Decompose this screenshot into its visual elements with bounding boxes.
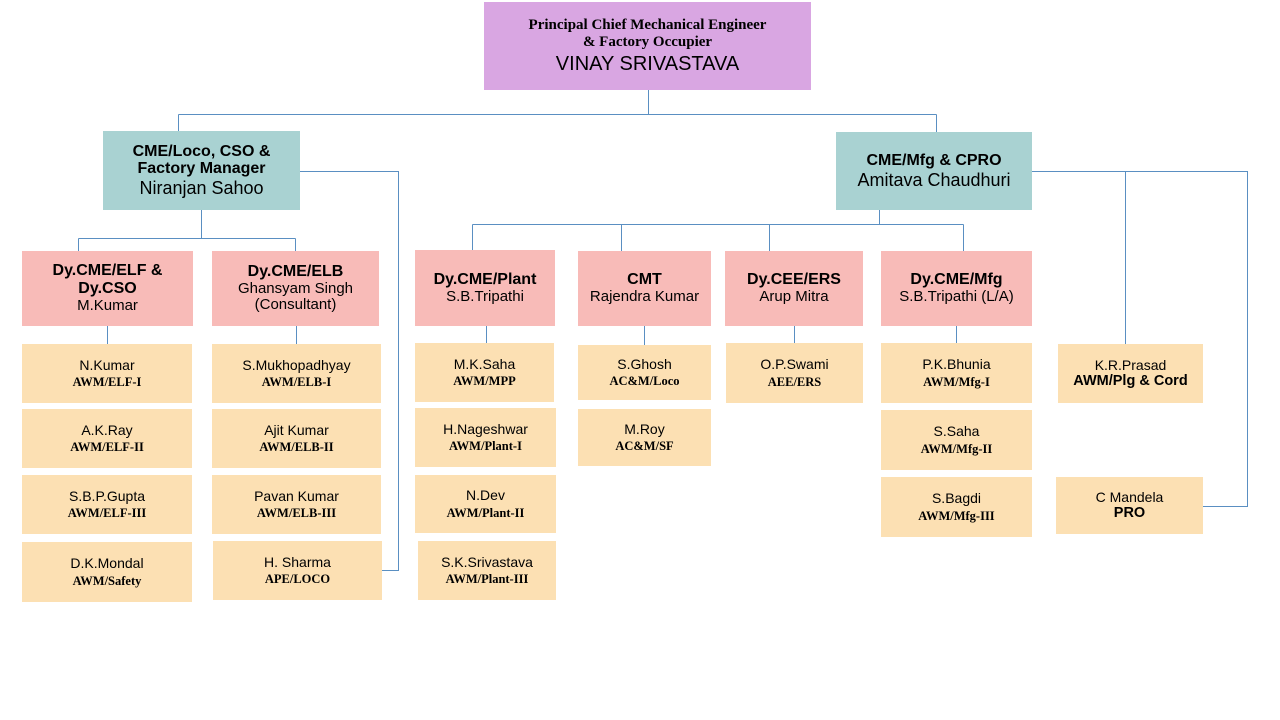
staff-box-mfg-1: P.K.Bhunia AWM/Mfg-I — [881, 343, 1032, 403]
staff-role: AWM/Mfg-I — [923, 374, 990, 389]
cmt-role: CMT — [627, 271, 662, 289]
staff-box-elb-2: Ajit Kumar AWM/ELB-II — [212, 409, 381, 468]
staff-box-elb-4: H. Sharma APE/LOCO — [213, 541, 382, 600]
staff-box-ers-1: O.P.Swami AEE/ERS — [726, 343, 863, 403]
staff-role: AWM/Safety — [72, 573, 142, 588]
connector-top-to-l1 — [178, 90, 937, 132]
cme-mfg-box: CME/Mfg & CPRO Amitava Chaudhuri — [836, 132, 1032, 210]
staff-name: S.Bagdi — [931, 490, 982, 507]
staff-role: AEE/ERS — [767, 374, 822, 389]
staff-box-plant-4: S.K.Srivastava AWM/Plant-III — [418, 541, 556, 600]
dy-cme-plant-box: Dy.CME/Plant S.B.Tripathi — [415, 250, 555, 326]
pro-role: PRO — [1113, 505, 1146, 522]
dy-cme-elf-role-line2: Dy.CSO — [78, 280, 137, 298]
staff-role: AWM/Plant-I — [449, 439, 522, 454]
staff-box-cmt-1: S.Ghosh AC&M/Loco — [578, 345, 711, 400]
staff-name: D.K.Mondal — [70, 555, 144, 572]
staff-role: AWM/Plant-II — [446, 505, 525, 520]
staff-name: O.P.Swami — [760, 356, 829, 373]
staff-name: A.K.Ray — [81, 421, 133, 438]
staff-role: AWM/MPP — [453, 374, 516, 389]
principal-cme-role-line2: & Factory Occupier — [582, 33, 713, 50]
staff-box-elb-1: S.Mukhopadhyay AWM/ELB-I — [212, 344, 381, 403]
cme-mfg-name: Amitava Chaudhuri — [857, 169, 1011, 190]
connector-mfg-to-dy — [472, 210, 964, 251]
staff-role: AWM/Mfg-III — [918, 508, 995, 523]
staff-name: N.Kumar — [79, 356, 135, 373]
staff-role: AWM/ELB-I — [261, 375, 332, 390]
staff-role: AWM/ELB-III — [256, 506, 337, 521]
staff-box-cmt-2: M.Roy AC&M/SF — [578, 409, 711, 466]
staff-name: S.B.P.Gupta — [68, 487, 145, 504]
awm-plg-name: K.R.Prasad — [1094, 356, 1167, 373]
staff-name: S.Mukhopadhyay — [242, 356, 351, 373]
pro-box: C Mandela PRO — [1056, 477, 1203, 534]
dy-cme-plant-name: S.B.Tripathi — [446, 287, 524, 305]
connector-mfg-to-plg — [1032, 171, 1248, 507]
staff-role: AWM/Mfg-II — [920, 441, 993, 456]
staff-box-plant-1: M.K.Saha AWM/MPP — [415, 343, 554, 402]
dy-cme-elb-box: Dy.CME/ELB Ghansyam Singh (Consultant) — [212, 251, 379, 326]
staff-box-elb-3: Pavan Kumar AWM/ELB-III — [212, 475, 381, 534]
dy-cme-elb-name-line1: Ghansyam Singh — [237, 279, 354, 297]
staff-role: AWM/ELF-III — [67, 506, 147, 521]
dy-cee-ers-name: Arup Mitra — [759, 288, 829, 306]
staff-role: AWM/ELB-II — [259, 440, 334, 455]
dy-cme-elf-role-line1: Dy.CME/ELF & — [52, 262, 163, 280]
staff-box-elf-3: S.B.P.Gupta AWM/ELF-III — [22, 475, 192, 534]
dy-cme-plant-role: Dy.CME/Plant — [433, 270, 537, 288]
staff-name: Pavan Kumar — [254, 487, 339, 504]
dy-cme-elb-name-line2: (Consultant) — [254, 296, 337, 314]
staff-box-elf-1: N.Kumar AWM/ELF-I — [22, 344, 192, 403]
staff-name: S.Ghosh — [617, 355, 672, 372]
dy-cme-elb-role: Dy.CME/ELB — [247, 262, 344, 280]
dy-cme-mfg-role: Dy.CME/Mfg — [910, 271, 1003, 289]
staff-box-mfg-3: S.Bagdi AWM/Mfg-III — [881, 477, 1032, 537]
dy-cme-elf-box: Dy.CME/ELF & Dy.CSO M.Kumar — [22, 251, 193, 326]
cme-loco-role-line2: Factory Manager — [137, 160, 266, 178]
pro-name: C Mandela — [1095, 488, 1164, 505]
principal-cme-role-line1: Principal Chief Mechanical Engineer — [528, 17, 767, 33]
connector-loco-to-hsharma — [300, 171, 399, 571]
staff-role: AWM/ELF-II — [70, 440, 144, 455]
awm-plg-box: K.R.Prasad AWM/Plg & Cord — [1058, 344, 1203, 403]
dy-cme-mfg-name: S.B.Tripathi (L/A) — [899, 288, 1014, 306]
cmt-name: Rajendra Kumar — [589, 288, 700, 306]
staff-role: AC&M/SF — [615, 439, 674, 454]
staff-role: AWM/ELF-I — [72, 375, 142, 390]
cme-loco-box: CME/Loco, CSO & Factory Manager Niranjan… — [103, 131, 300, 210]
cme-loco-name: Niranjan Sahoo — [139, 178, 264, 199]
staff-role: APE/LOCO — [264, 572, 331, 587]
staff-box-plant-3: N.Dev AWM/Plant-II — [415, 475, 556, 533]
staff-name: M.K.Saha — [453, 355, 516, 372]
staff-role: AWM/Plant-III — [445, 572, 529, 587]
staff-name: N.Dev — [466, 487, 505, 504]
principal-cme-box: Principal Chief Mechanical Engineer & Fa… — [484, 2, 811, 90]
dy-cme-elf-name: M.Kumar — [77, 297, 138, 314]
staff-role: AC&M/Loco — [609, 374, 680, 389]
connector-loco-to-dy — [78, 210, 296, 251]
dy-cme-mfg-box: Dy.CME/Mfg S.B.Tripathi (L/A) — [881, 251, 1032, 326]
cme-mfg-role: CME/Mfg & CPRO — [866, 151, 1002, 169]
staff-name: S.Saha — [933, 423, 980, 440]
staff-name: P.K.Bhunia — [922, 356, 991, 373]
staff-name: Ajit Kumar — [264, 421, 329, 438]
dy-cee-ers-box: Dy.CEE/ERS Arup Mitra — [725, 251, 863, 326]
staff-name: H.Nageshwar — [443, 420, 528, 437]
staff-box-mfg-2: S.Saha AWM/Mfg-II — [881, 410, 1032, 470]
staff-box-plant-2: H.Nageshwar AWM/Plant-I — [415, 408, 556, 467]
staff-box-elf-4: D.K.Mondal AWM/Safety — [22, 542, 192, 602]
dy-cee-ers-role: Dy.CEE/ERS — [747, 271, 841, 289]
staff-box-elf-2: A.K.Ray AWM/ELF-II — [22, 409, 192, 468]
awm-plg-role: AWM/Plg & Cord — [1073, 373, 1188, 390]
staff-name: H. Sharma — [264, 553, 331, 570]
cmt-box: CMT Rajendra Kumar — [578, 251, 711, 326]
cme-loco-role-line1: CME/Loco, CSO & — [132, 142, 271, 160]
principal-cme-name: VINAY SRIVASTAVA — [555, 52, 740, 75]
staff-name: M.Roy — [624, 420, 665, 437]
staff-name: S.K.Srivastava — [441, 553, 533, 570]
